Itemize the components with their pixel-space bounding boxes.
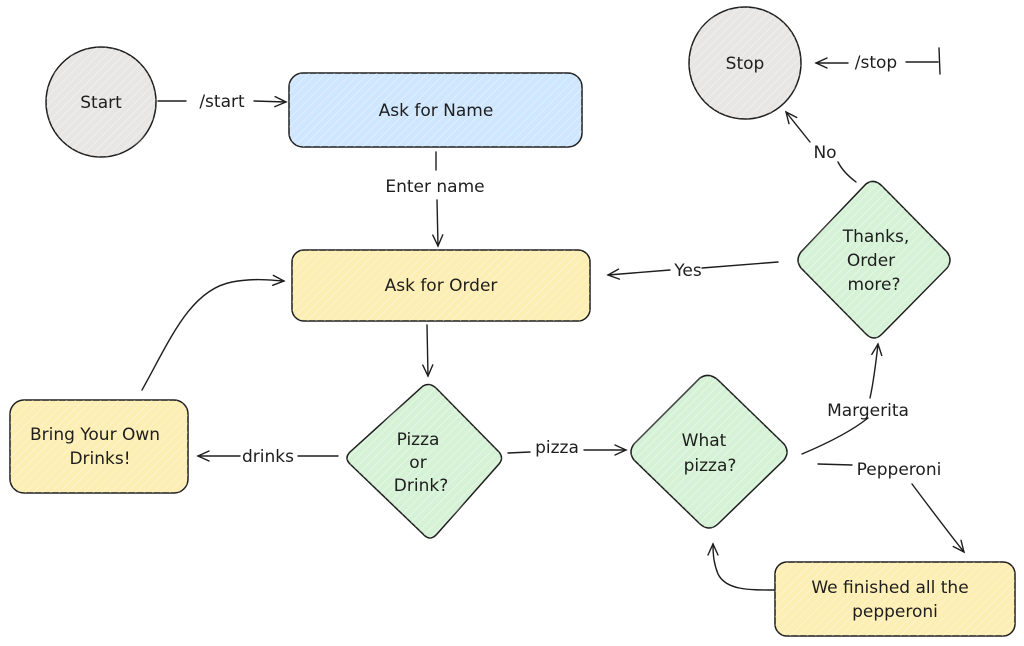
finished-box-hatch <box>775 562 1015 636</box>
stop-circle-hatch <box>689 7 801 119</box>
edge-label-pepperoni: Pepperoni <box>857 460 942 480</box>
node-finished-pepperoni: We finished all the pepperoni <box>774 561 1016 637</box>
edge-label-pizza: pizza <box>535 438 579 458</box>
finished-line1: We finished all the <box>811 578 968 598</box>
node-start: Start <box>45 46 157 158</box>
what-pizza-diamond-hatch <box>631 375 787 528</box>
thanks-line3: more? <box>847 275 900 295</box>
pizza-or-drink-line1: Pizza <box>397 430 440 450</box>
start-circle-hatch <box>46 47 156 157</box>
edge-label-margerita: Margerita <box>827 401 909 421</box>
edge-what-pizza-to-thanks <box>801 344 878 455</box>
node-what-pizza: What pizza? <box>630 374 788 529</box>
edge-thanks-to-stop <box>786 112 857 183</box>
stop-label: Stop <box>726 54 765 74</box>
byo-label-line1: Bring Your Own <box>30 425 160 445</box>
ask-name-label: Ask for Name <box>379 101 494 121</box>
what-pizza-line2: pizza? <box>684 456 737 476</box>
pizza-or-drink-line2: or <box>409 453 426 473</box>
thanks-diamond-hatch <box>798 181 950 338</box>
edge-label-stop: /stop <box>855 53 897 73</box>
pizza-or-drink-diamond-hatch <box>347 384 502 538</box>
byo-label-line2: Drinks! <box>69 449 130 469</box>
node-thanks-order-more: Thanks, Order more? <box>797 180 951 339</box>
node-stop: Stop <box>688 6 802 120</box>
edge-thanks-to-ask-order <box>608 261 779 275</box>
edge-start-to-ask-name <box>157 101 286 102</box>
edge-label-start: /start <box>199 92 245 112</box>
edge-finished-to-what-pizza <box>707 542 775 591</box>
byo-box-hatch <box>10 400 188 493</box>
edge-what-pizza-to-finished <box>817 463 964 552</box>
thanks-line2: Order <box>847 251 895 271</box>
ask-order-label: Ask for Order <box>385 276 498 296</box>
edge-labels: /start /stop Enter name Yes No drinks pi… <box>199 53 941 480</box>
edge-label-drinks: drinks <box>242 447 294 467</box>
edge-stop-terminator <box>816 62 939 63</box>
edges <box>141 47 964 591</box>
pizza-or-drink-line3: Drink? <box>394 476 448 496</box>
node-ask-for-order: Ask for Order <box>291 249 591 322</box>
edge-pizza-or-drink-to-what-pizza <box>507 450 626 453</box>
edge-ask-name-to-ask-order <box>436 151 438 246</box>
node-bring-your-own-drinks: Bring Your Own Drinks! <box>9 399 189 494</box>
ask-order-box-hatch <box>292 250 590 321</box>
edge-byo-to-ask-order <box>141 274 286 391</box>
thanks-line1: Thanks, <box>842 227 909 247</box>
edge-label-yes: Yes <box>673 261 702 281</box>
start-label: Start <box>80 93 122 113</box>
node-pizza-or-drink: Pizza or Drink? <box>346 383 503 539</box>
edge-stop-terminator-bar <box>938 47 941 75</box>
edge-ask-order-to-pizza-or-drink <box>422 324 434 378</box>
edge-label-no: No <box>813 143 836 163</box>
ask-name-box-hatch <box>289 73 582 147</box>
edge-label-enter-name: Enter name <box>385 177 484 197</box>
node-ask-for-name: Ask for Name <box>288 72 583 148</box>
finished-line2: pepperoni <box>852 602 938 622</box>
what-pizza-line1: What <box>682 431 727 451</box>
